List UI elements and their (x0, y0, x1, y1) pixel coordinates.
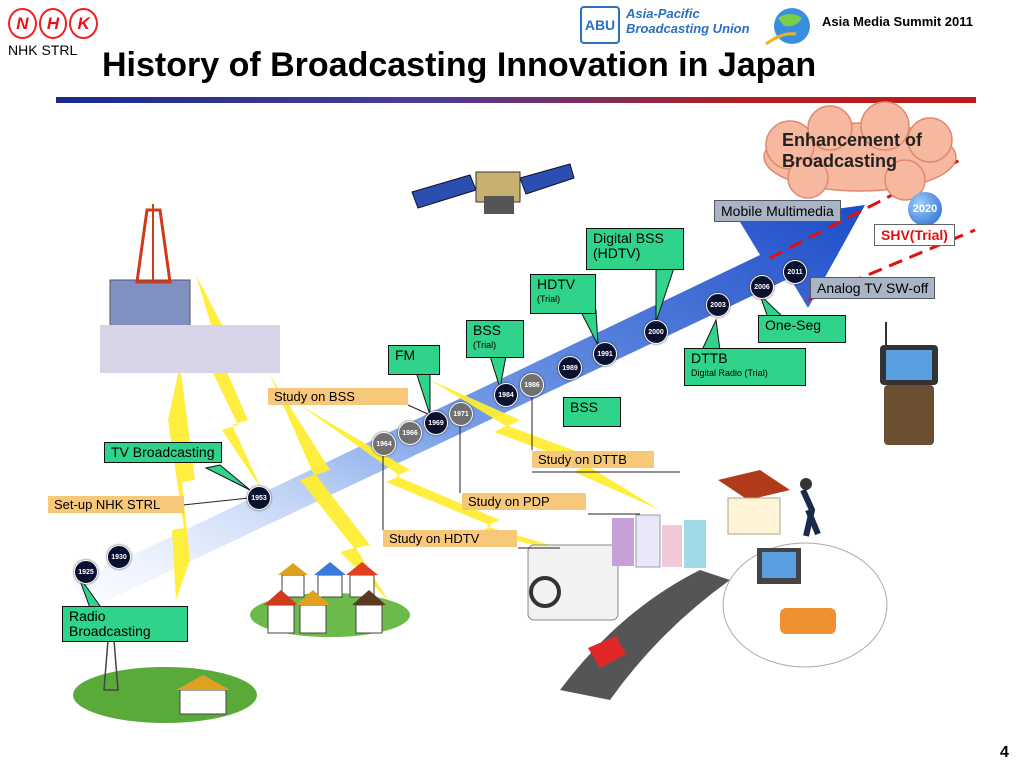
logo-letter-k: K (69, 8, 99, 39)
study-pdp: Study on PDP (462, 493, 586, 510)
year-node-1986: 1986 (520, 373, 544, 397)
car-navigation-icon (527, 544, 730, 700)
living-room-tv-icon (722, 542, 888, 668)
milestone-dttb-sub: Digital Radio (Trial) (691, 368, 768, 378)
year-node-1953: 1953 (247, 486, 271, 510)
analog-sw-off-label: Analog TV SW-off (810, 277, 936, 299)
house-icon (718, 470, 790, 535)
milestone-dttb-title: DTTB (691, 350, 728, 366)
page-number: 4 (1000, 744, 1009, 761)
logo-subtitle: NHK STRL (8, 42, 78, 58)
abu-logo: ABU (580, 6, 620, 44)
mobile-phone-icon (880, 322, 938, 445)
broadcast-tower-icon (100, 204, 280, 373)
shv-trial-label: SHV(Trial) (874, 224, 955, 246)
study-bss: Study on BSS (268, 388, 408, 405)
milestone-digital-bss-line2: (HDTV) (593, 245, 641, 261)
milestone-radio-line2: Broadcasting (69, 623, 151, 639)
year-node-2006: 2006 (750, 275, 774, 299)
milestone-radio: Radio Broadcasting (62, 606, 188, 642)
year-node-1971: 1971 (449, 402, 473, 426)
study-dttb: Study on DTTB (532, 451, 654, 468)
milestone-digital-bss: Digital BSS (HDTV) (586, 228, 684, 270)
milestone-bss: BSS (563, 397, 621, 427)
abu-name-line1: Asia-Pacific (626, 6, 700, 21)
cloud-line2: Broadcasting (782, 151, 898, 171)
nhk-logo: N H K NHK STRL (8, 8, 99, 58)
year-node-1984: 1984 (494, 383, 518, 407)
year-node-1930: 1930 (107, 545, 131, 569)
year-node-1964: 1964 (372, 432, 396, 456)
study-nhk-strl: Set-up NHK STRL (48, 496, 184, 513)
year-node-2011: 2011 (783, 260, 807, 284)
person-walking-icon (800, 478, 821, 537)
logo-letter-h: H (38, 8, 68, 39)
milestone-hdtv-trial: HDTV (Trial) (530, 274, 596, 314)
milestone-hdtv-trial-title: HDTV (537, 276, 576, 292)
milestone-bss-trial: BSS (Trial) (466, 320, 524, 358)
title-rule (56, 97, 976, 103)
abu-name: Asia-Pacific Broadcasting Union (626, 6, 750, 36)
abu-globe-icon (765, 8, 810, 46)
milestone-tv: TV Broadcasting (104, 442, 222, 463)
milestone-fm: FM (388, 345, 440, 375)
event-name: Asia Media Summit 2011 (822, 14, 974, 29)
year-node-1966: 1966 (398, 421, 422, 445)
satellite-icon (411, 163, 575, 214)
mobile-multimedia-label: Mobile Multimedia (714, 200, 841, 222)
cloud-shape (763, 101, 957, 201)
milestone-dttb: DTTB Digital Radio (Trial) (684, 348, 806, 386)
study-hdtv: Study on HDTV (383, 530, 517, 547)
year-node-2000: 2000 (644, 320, 668, 344)
milestone-digital-bss-line1: Digital BSS (593, 230, 664, 246)
abu-name-line2: Broadcasting Union (626, 21, 750, 36)
cloud-line1: Enhancement of (782, 130, 923, 150)
year-node-1969: 1969 (424, 411, 448, 435)
logo-letter-n: N (8, 8, 37, 39)
city-buildings-icon (612, 514, 706, 568)
page-title: History of Broadcasting Innovation in Ja… (102, 46, 817, 84)
year-node-2003: 2003 (706, 293, 730, 317)
milestone-hdtv-trial-sub: (Trial) (537, 294, 561, 304)
houses-icon (250, 562, 410, 637)
connector-lines (182, 390, 680, 549)
callout-pointers (77, 267, 786, 609)
year-2020: 2020 (908, 192, 942, 226)
milestone-bss-trial-sub: (Trial) (473, 340, 497, 350)
milestone-one-seg: One-Seg (758, 315, 846, 343)
milestone-bss-trial-title: BSS (473, 322, 502, 338)
milestone-radio-line1: Radio (69, 608, 106, 624)
year-node-1989: 1989 (558, 356, 582, 380)
year-node-1925: 1925 (74, 560, 98, 584)
year-node-1991: 1991 (593, 342, 617, 366)
cloud-label: Enhancement of Broadcasting (782, 130, 922, 172)
radio-tower-icon (73, 639, 257, 723)
